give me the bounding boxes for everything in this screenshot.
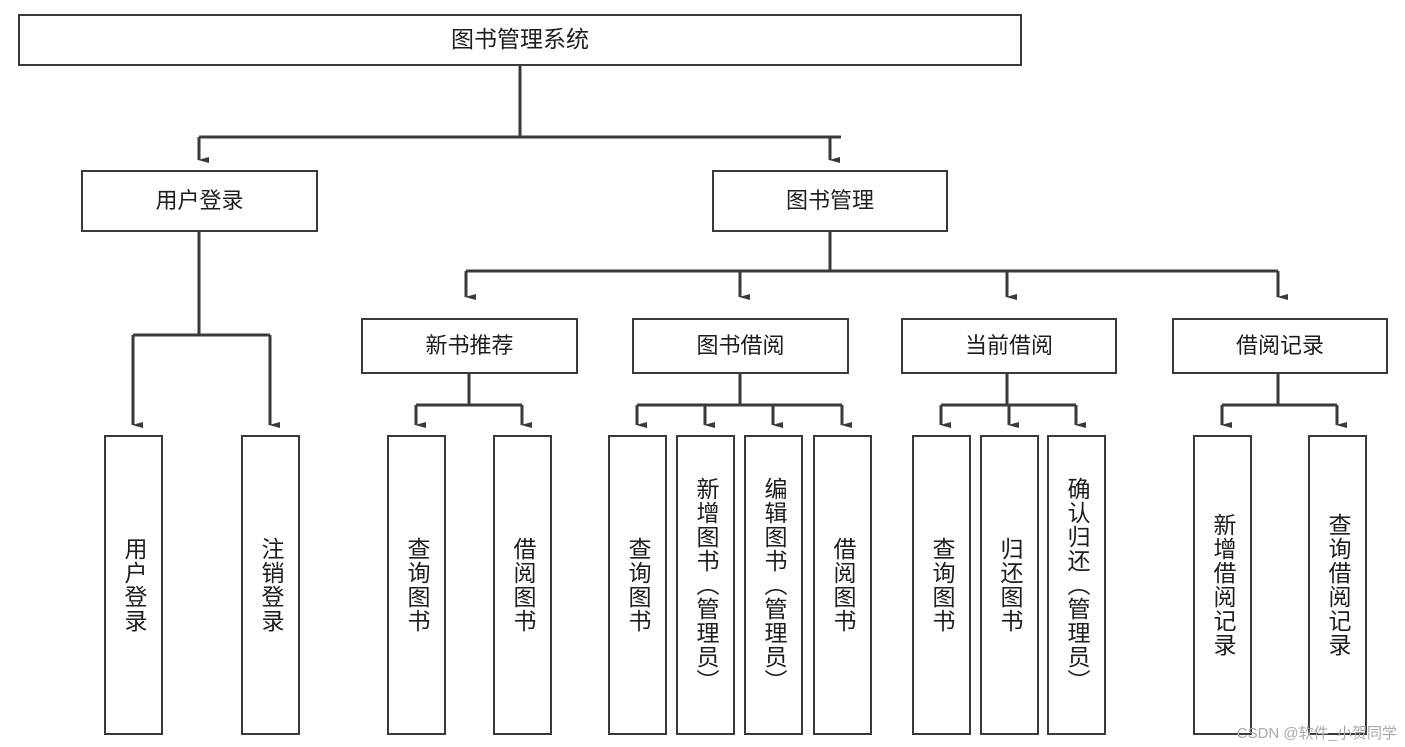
node-borrow-record[interactable]: 借阅记录 bbox=[1172, 318, 1388, 374]
node-label: 注销登录 bbox=[258, 537, 284, 633]
node-label: 借阅图书 bbox=[830, 537, 856, 633]
node-label: 图书借阅 bbox=[696, 332, 785, 358]
node-leaf-add-borrow-record[interactable]: 新增借阅记录 bbox=[1193, 435, 1252, 735]
node-label: 查询借阅记录 bbox=[1325, 513, 1351, 657]
node-leaf-borrow-book-nb[interactable]: 借阅图书 bbox=[493, 435, 552, 735]
node-leaf-logout[interactable]: 注销登录 bbox=[241, 435, 300, 735]
node-new-book-recommend[interactable]: 新书推荐 bbox=[361, 318, 578, 374]
node-book-management[interactable]: 图书管理 bbox=[712, 170, 948, 232]
node-leaf-add-book-admin[interactable]: 新增图书（管理员） bbox=[676, 435, 735, 735]
node-label: 借阅图书 bbox=[510, 537, 536, 633]
node-label: 查询图书 bbox=[929, 537, 955, 633]
node-label: 图书管理 bbox=[785, 187, 874, 213]
node-label: 查询图书 bbox=[404, 537, 430, 633]
node-label: 借阅记录 bbox=[1235, 332, 1324, 358]
node-leaf-user-login[interactable]: 用户登录 bbox=[104, 435, 163, 735]
node-leaf-confirm-return-admin[interactable]: 确认归还（管理员） bbox=[1047, 435, 1106, 735]
node-leaf-query-book-bb[interactable]: 查询图书 bbox=[608, 435, 667, 735]
node-leaf-query-book-nb[interactable]: 查询图书 bbox=[387, 435, 446, 735]
node-leaf-query-book-cb[interactable]: 查询图书 bbox=[912, 435, 971, 735]
node-root-book-management-system[interactable]: 图书管理系统 bbox=[18, 14, 1022, 66]
node-user-login[interactable]: 用户登录 bbox=[81, 170, 318, 232]
node-leaf-borrow-book-bb[interactable]: 借阅图书 bbox=[813, 435, 872, 735]
node-label: 编辑图书（管理员） bbox=[761, 477, 787, 693]
node-label: 用户登录 bbox=[155, 187, 244, 213]
node-label: 图书管理系统 bbox=[451, 26, 589, 53]
node-label: 新增图书（管理员） bbox=[693, 477, 719, 693]
node-book-borrow[interactable]: 图书借阅 bbox=[632, 318, 849, 374]
node-label: 查询图书 bbox=[625, 537, 651, 633]
node-current-borrow[interactable]: 当前借阅 bbox=[901, 318, 1117, 374]
node-label: 当前借阅 bbox=[964, 332, 1053, 358]
node-leaf-return-book[interactable]: 归还图书 bbox=[980, 435, 1039, 735]
node-label: 用户登录 bbox=[121, 537, 147, 633]
node-label: 新增借阅记录 bbox=[1210, 513, 1236, 657]
node-leaf-query-borrow-record[interactable]: 查询借阅记录 bbox=[1308, 435, 1367, 735]
node-leaf-edit-book-admin[interactable]: 编辑图书（管理员） bbox=[744, 435, 803, 735]
node-label: 归还图书 bbox=[997, 537, 1023, 633]
node-label: 确认归还（管理员） bbox=[1064, 477, 1090, 693]
node-label: 新书推荐 bbox=[425, 332, 514, 358]
